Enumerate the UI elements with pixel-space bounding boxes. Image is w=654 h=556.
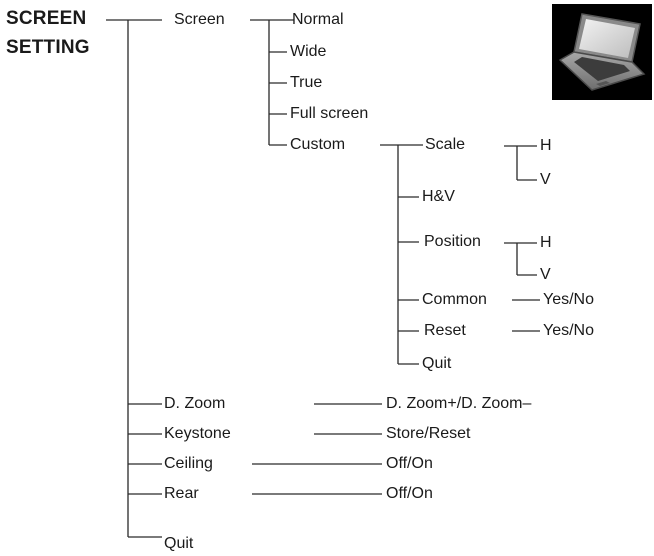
menu-item-dzoom: D. Zoom [164, 395, 226, 412]
menu-item-wide: Wide [290, 43, 327, 60]
menu-item-scale-h: H [540, 137, 552, 154]
laptop-icon [552, 4, 652, 100]
menu-item-rear: Rear [164, 485, 199, 502]
menu-item-position: Position [424, 233, 481, 250]
menu-item-common: Common [422, 291, 487, 308]
menu-item-full-screen: Full screen [290, 105, 369, 122]
menu-item-screen: Screen [174, 11, 225, 28]
menu-item-custom: Custom [290, 136, 346, 153]
menu-item-rear-value: Off/On [386, 485, 433, 502]
menu-item-true: True [290, 74, 323, 91]
menu-item-ceiling-value: Off/On [386, 455, 433, 472]
menu-item-reset-value: Yes/No [543, 322, 594, 339]
menu-title-line1: SCREEN [6, 8, 87, 29]
menu-item-position-h: H [540, 234, 552, 251]
menu-item-position-v: V [540, 266, 551, 283]
menu-item-custom-quit: Quit [422, 355, 452, 372]
menu-item-ceiling: Ceiling [164, 455, 213, 472]
menu-item-normal: Normal [292, 11, 344, 28]
menu-item-quit: Quit [164, 535, 194, 552]
menu-item-keystone-value: Store/Reset [386, 425, 471, 442]
menu-item-common-value: Yes/No [543, 291, 594, 308]
menu-item-keystone: Keystone [164, 425, 231, 442]
menu-item-hv: H&V [422, 188, 455, 205]
menu-item-scale: Scale [425, 136, 466, 153]
menu-item-dzoom-value: D. Zoom+/D. Zoom– [386, 395, 532, 412]
menu-title-line2: SETTING [6, 37, 90, 58]
menu-item-reset: Reset [424, 322, 466, 339]
menu-item-scale-v: V [540, 171, 551, 188]
